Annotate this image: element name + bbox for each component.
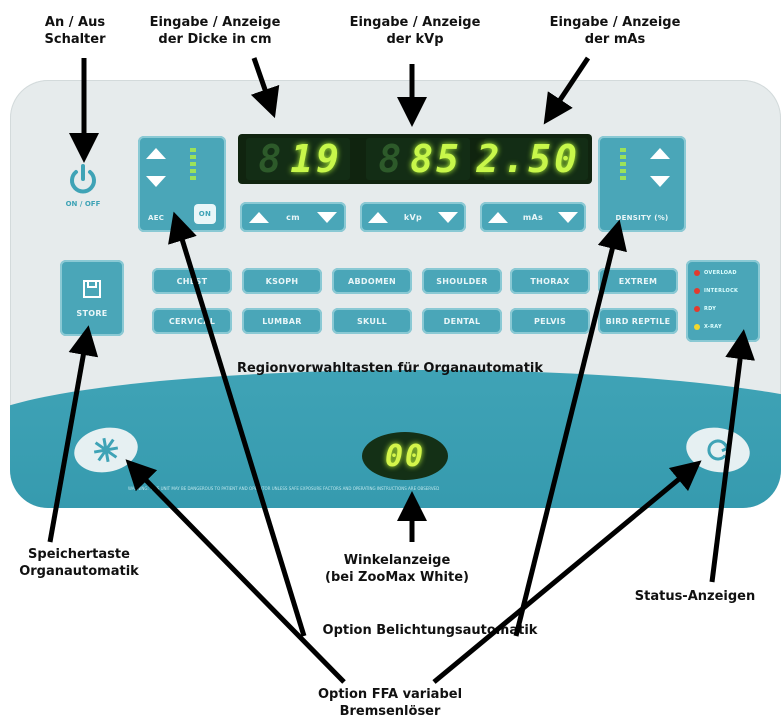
callout-store-button: Speichertaste Organautomatik xyxy=(19,547,139,579)
callout-kvp: Eingabe / Anzeige der kVp xyxy=(349,15,481,47)
arrow-up-icon xyxy=(367,211,388,223)
power-label: ON / OFF xyxy=(65,200,101,208)
unit-cm-label: cm xyxy=(286,212,300,222)
region-button-cervical[interactable]: CERVICAL xyxy=(152,308,232,334)
aec-label: AEC xyxy=(148,214,165,222)
arrow-up-icon xyxy=(650,148,670,159)
density-down-button[interactable] xyxy=(650,176,670,187)
region-button-bird-reptile[interactable]: BIRD REPTILE xyxy=(598,308,678,334)
density-label: DENSITY (%) xyxy=(615,214,669,222)
arrow-down-icon xyxy=(146,176,166,187)
density-up-button[interactable] xyxy=(650,148,670,159)
callout-angle-display: Winkelanzeige (bei ZooMax White) xyxy=(325,553,469,585)
arrow-up-icon xyxy=(487,211,508,223)
density-block: DENSITY (%) xyxy=(598,136,686,232)
region-button-thorax[interactable]: THORAX xyxy=(510,268,590,294)
status-led-interlock xyxy=(694,288,700,294)
callout-aec-option: Option Belichtungsautomatik xyxy=(322,623,538,638)
save-icon xyxy=(83,279,101,298)
status-label-overload: OVERLOAD xyxy=(704,270,737,276)
display-kvp-value: 85 xyxy=(410,137,462,181)
status-label-rdy: RDY xyxy=(704,306,717,312)
cm-stepper[interactable]: cm xyxy=(240,202,346,232)
region-button-chest[interactable]: CHEST xyxy=(152,268,232,294)
callout-region-buttons: Regionvorwahltasten für Organautomatik xyxy=(236,361,544,376)
move-arrows-icon xyxy=(93,437,119,463)
callout-thickness: Eingabe / Anzeige der Dicke in cm xyxy=(149,15,281,47)
region-button-extrem[interactable]: EXTREM xyxy=(598,268,678,294)
region-button-abdomen[interactable]: ABDOMEN xyxy=(332,268,412,294)
unit-mas-label: mAs xyxy=(522,212,544,222)
status-panel: OVERLOAD INTERLOCK RDY X-RAY xyxy=(686,260,760,342)
unit-kvp-label: kVp xyxy=(403,212,423,222)
power-button[interactable]: ON / OFF xyxy=(58,162,108,222)
status-led-rdy xyxy=(694,306,700,312)
display-mas: 2.50 xyxy=(476,137,588,181)
region-button-ksoph[interactable]: KSOPH xyxy=(242,268,322,294)
aec-scale-bars xyxy=(190,148,196,180)
angle-display: 00 xyxy=(362,432,448,480)
aec-on-button[interactable]: ON xyxy=(194,204,216,224)
callout-mas: Eingabe / Anzeige der mAs xyxy=(549,15,681,47)
arrow-up-icon xyxy=(146,148,166,159)
angle-display-value: 00 xyxy=(384,438,426,474)
warning-text: WARNING: THIS UNIT MAY BE DANGEROUS TO P… xyxy=(128,486,440,491)
power-icon xyxy=(70,164,96,194)
callout-ffa-option: Option FFA variabel Bremsenlöser xyxy=(317,687,463,719)
callout-power-switch: An / Aus Schalter xyxy=(44,15,106,47)
rotate-icon xyxy=(707,439,732,461)
region-button-pelvis[interactable]: PELVIS xyxy=(510,308,590,334)
ffa-brake-button-left[interactable] xyxy=(70,422,142,478)
store-label: STORE xyxy=(76,308,108,318)
aec-block: AEC ON xyxy=(138,136,226,232)
density-scale-bars xyxy=(620,148,626,180)
arrow-up-icon xyxy=(248,211,269,223)
arrow-down-icon xyxy=(558,211,579,223)
region-button-dental[interactable]: DENTAL xyxy=(422,308,502,334)
status-led-overload xyxy=(694,270,700,276)
status-led-xray xyxy=(694,324,700,330)
arrow-down-icon xyxy=(317,211,338,223)
aec-down-button[interactable] xyxy=(146,176,166,187)
display-mas-value: 2.50 xyxy=(476,137,580,181)
kvp-stepper[interactable]: kVp xyxy=(360,202,466,232)
region-button-lumbar[interactable]: LUMBAR xyxy=(242,308,322,334)
mas-stepper[interactable]: mAs xyxy=(480,202,586,232)
display-cm-value: 19 xyxy=(290,137,342,181)
arrow-down-icon xyxy=(438,211,459,223)
region-button-shoulder[interactable]: SHOULDER xyxy=(422,268,502,294)
aec-up-button[interactable] xyxy=(146,148,166,159)
arrow-down-icon xyxy=(650,176,670,187)
store-button[interactable]: STORE xyxy=(60,260,124,336)
status-label-interlock: INTERLOCK xyxy=(704,288,739,294)
callout-status-indicators: Status-Anzeigen xyxy=(634,589,756,604)
status-label-xray: X-RAY xyxy=(704,324,722,330)
region-button-skull[interactable]: SKULL xyxy=(332,308,412,334)
